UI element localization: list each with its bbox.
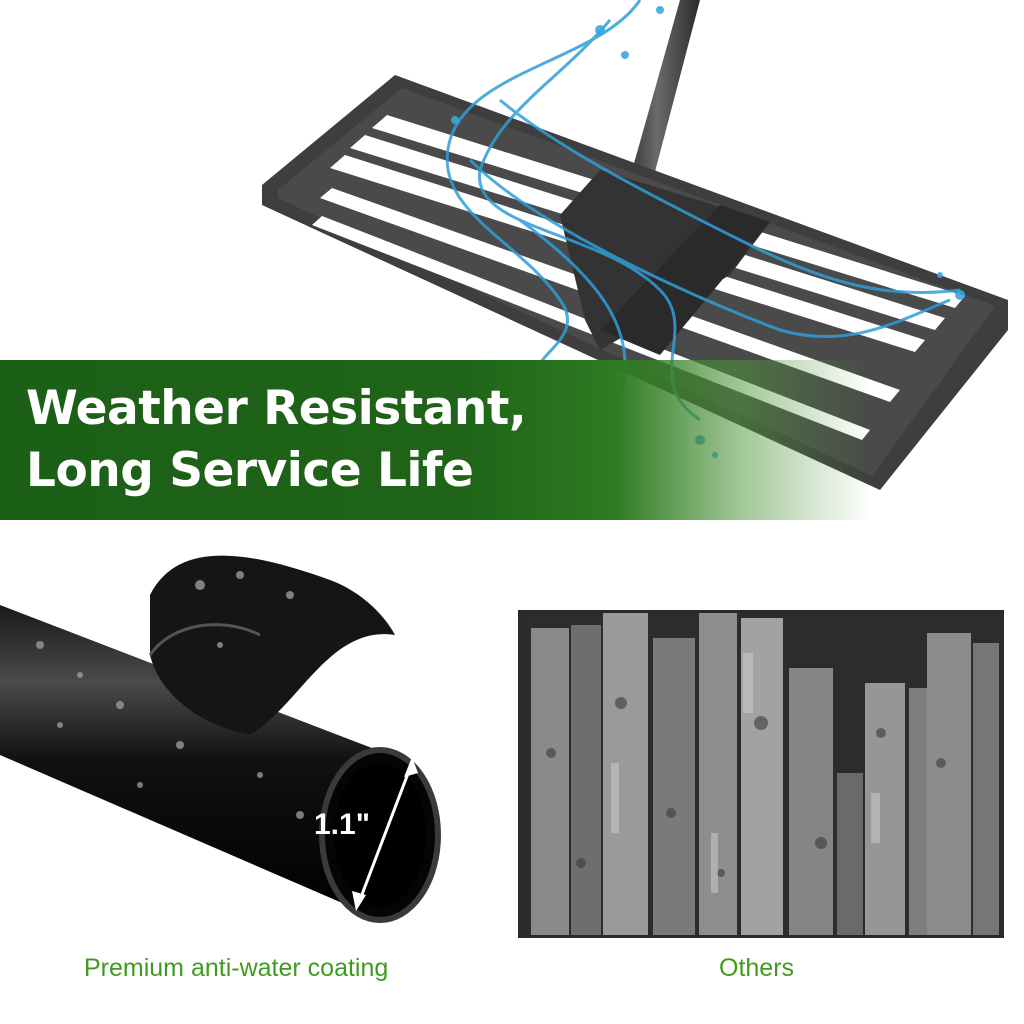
caption-premium-coating: Premium anti-water coating [84,954,389,982]
coated-pipe-illustration [0,555,441,923]
headline: Weather Resistant, Long Service Life [26,378,527,502]
dimension-arrow [356,762,414,906]
water-splash [445,0,961,422]
pipe-diameter-label: 1.1" [314,808,370,841]
headline-banner [0,360,1024,520]
headline-line-2: Long Service Life [26,443,474,498]
rake-head-illustration [262,0,1008,490]
headline-line-1: Weather Resistant, [26,381,527,436]
rusted-poles [531,613,999,935]
rusted-poles-photo [518,610,1004,938]
rake-handle [622,0,700,210]
caption-others: Others [719,954,795,982]
rusted-poles-illustration [521,613,1001,935]
water-droplets [36,571,304,819]
peeling-coating [150,555,395,735]
